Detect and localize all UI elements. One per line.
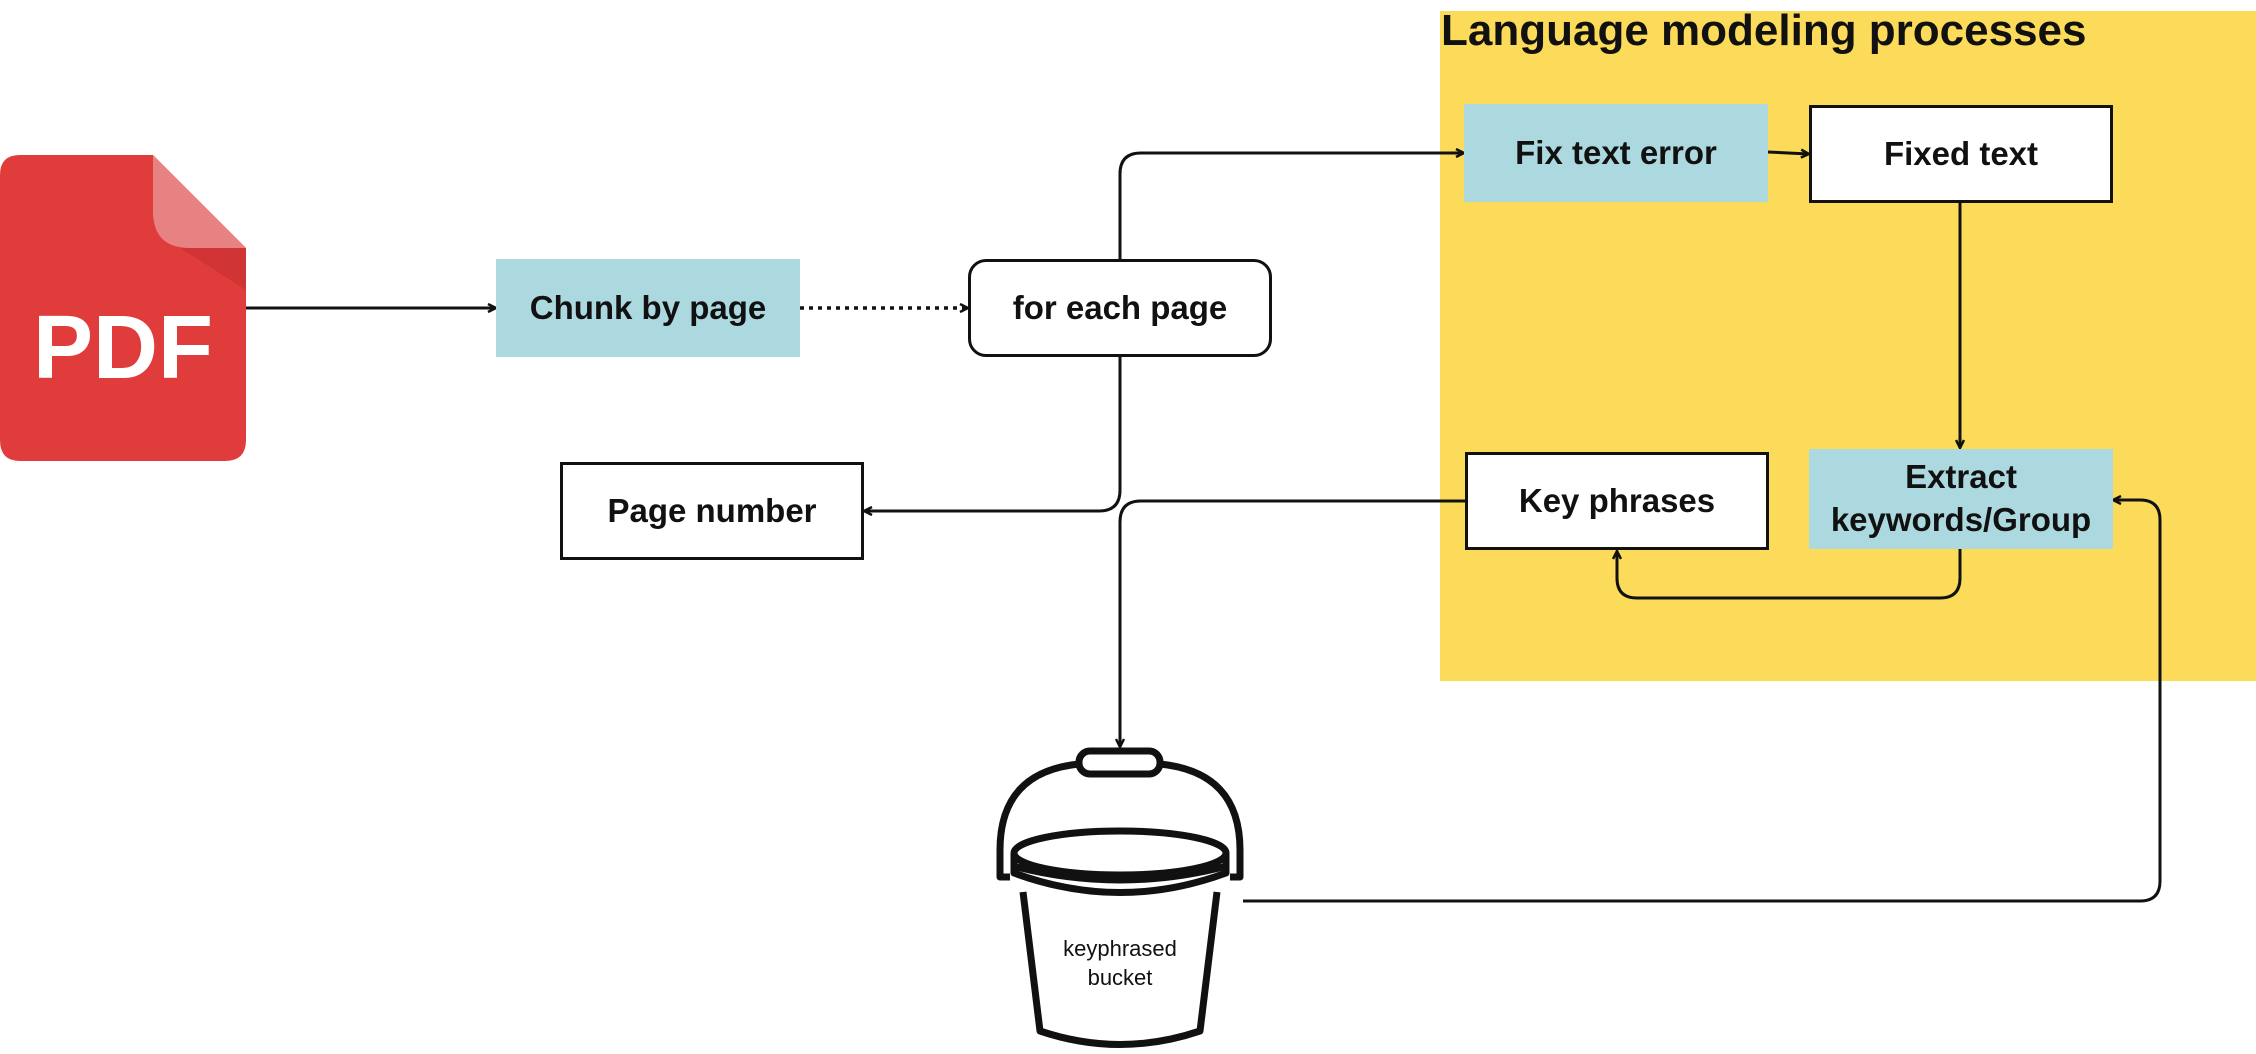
region-title: Language modeling processes bbox=[1441, 6, 2087, 55]
arrow-foreach-to-pagenumber bbox=[864, 356, 1122, 511]
bucket-label: keyphrased bucket bbox=[1063, 936, 1177, 990]
arrow-bucket-to-extract bbox=[1243, 500, 2162, 903]
extract-keywords-node: Extract keywords/Group bbox=[1809, 449, 2113, 549]
page-number-node: Page number bbox=[560, 462, 864, 560]
fix-text-error-node: Fix text error bbox=[1464, 104, 1768, 202]
chunk-by-page-node: Chunk by page bbox=[496, 259, 800, 357]
for-each-page-node: for each page bbox=[968, 259, 1272, 357]
pdf-file-icon bbox=[0, 155, 246, 461]
fixed-text-node: Fixed text bbox=[1809, 105, 2113, 203]
key-phrases-node: Key phrases bbox=[1465, 452, 1769, 550]
bucket-icon bbox=[996, 747, 1244, 1048]
arrow-keyphrases-to-bucket bbox=[1120, 499, 1466, 747]
arrow-extract-to-keyphrases bbox=[1617, 549, 1962, 600]
arrow-foreach-to-fix bbox=[1118, 153, 1464, 261]
arrow-fix-to-fixed bbox=[1767, 152, 1809, 154]
pdf-label: PDF bbox=[33, 297, 213, 398]
